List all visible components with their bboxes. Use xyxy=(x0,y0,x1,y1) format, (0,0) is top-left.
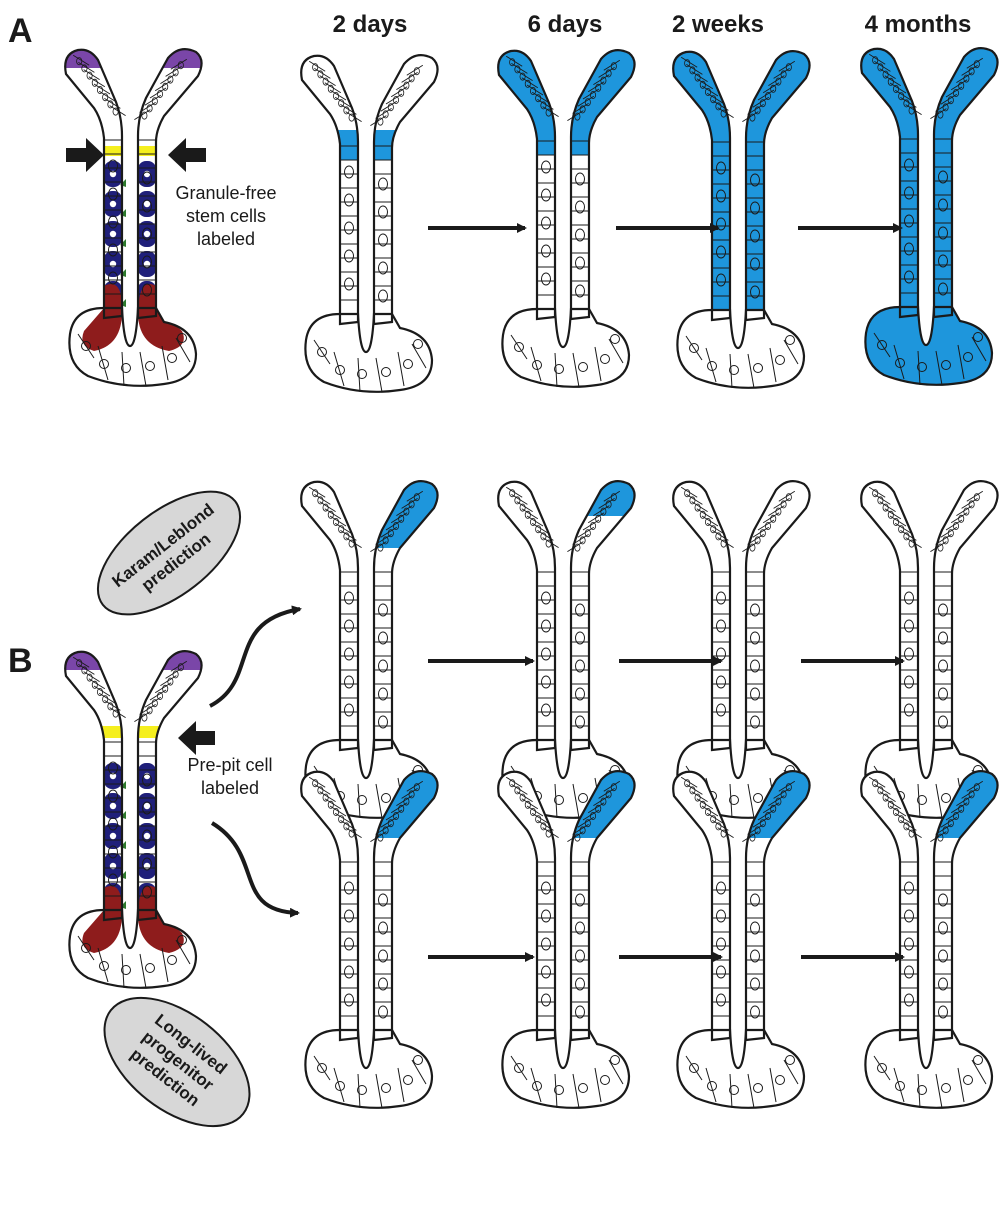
gland-b2-6days xyxy=(492,768,642,1108)
stem-cells-note-line3: labeled xyxy=(197,229,255,249)
gland-b2-2days xyxy=(295,768,445,1108)
gland-b2-4months xyxy=(855,768,1003,1108)
panel-label-a: A xyxy=(8,12,33,50)
stem-cells-note-line1: Granule-free xyxy=(175,183,276,203)
timepoint-label-4: 4 months xyxy=(865,11,972,38)
panel-label-b: B xyxy=(8,642,33,680)
arrow-left-stem xyxy=(66,138,104,172)
gland-a-6days xyxy=(492,47,642,387)
gland-a-2weeks xyxy=(667,48,817,388)
gland-b1-2weeks xyxy=(673,481,809,818)
timepoint-label-2: 6 days xyxy=(528,11,603,38)
karam-leblond-prediction-oval: Karam/Leblond prediction xyxy=(77,468,261,638)
pre-pit-note-line2: labeled xyxy=(201,778,259,798)
timepoint-label-3: 2 weeks xyxy=(672,11,764,38)
gland-b2-2weeks xyxy=(667,768,817,1108)
gland-a-4months xyxy=(855,45,1003,390)
timepoint-label-1: 2 days xyxy=(333,11,408,38)
arrow-right-stem xyxy=(168,138,206,172)
stem-cells-note-line2: stem cells xyxy=(186,206,266,226)
curved-arrow-lower xyxy=(212,823,298,913)
curved-arrow-upper xyxy=(210,609,300,706)
arrow-pre-pit xyxy=(178,721,215,755)
gland-b1-2days xyxy=(295,478,445,818)
long-lived-progenitor-prediction-oval: Long-lived progenitor prediction xyxy=(81,972,272,1151)
gland-b1-4months xyxy=(861,481,997,818)
gland-a-2days xyxy=(295,55,445,392)
gland-b-reference xyxy=(59,648,209,988)
gland-b1-6days xyxy=(492,478,642,818)
pre-pit-note-line1: Pre-pit cell xyxy=(187,755,272,775)
